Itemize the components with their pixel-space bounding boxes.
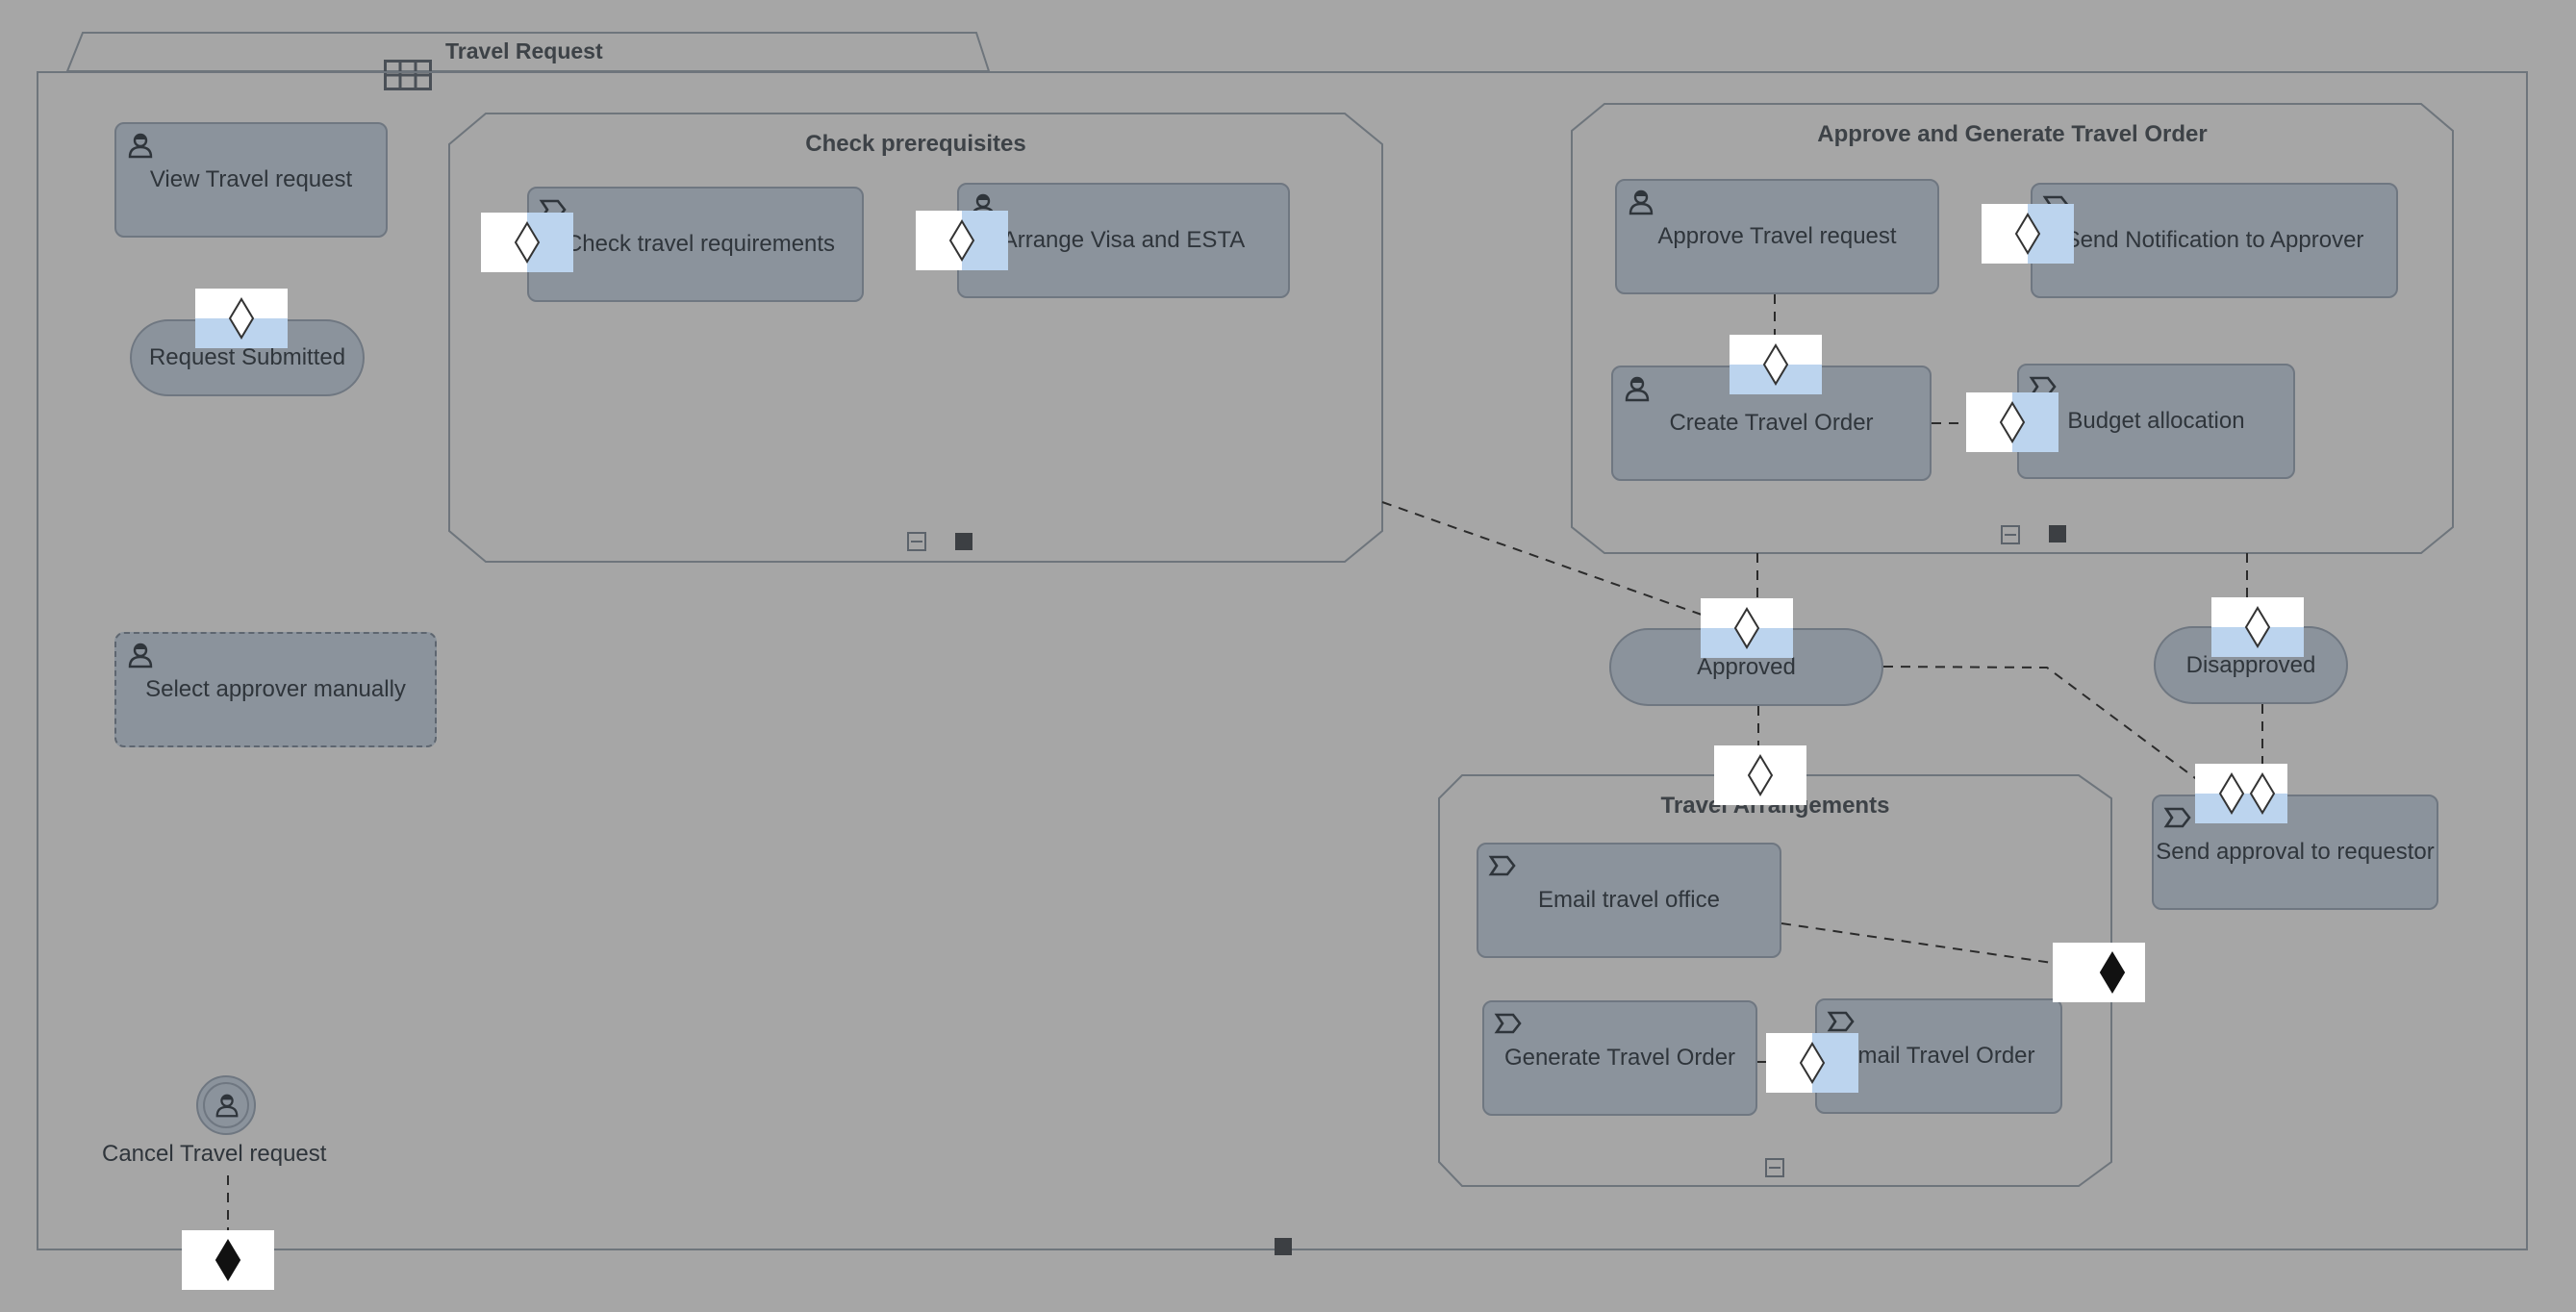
entry-criterion-create-travel-order[interactable] xyxy=(1730,335,1822,394)
task-budget-allocation[interactable]: Budget allocation xyxy=(2017,364,2295,479)
case-marker-icon xyxy=(1275,1238,1292,1255)
entry-criterion-check-requirements[interactable] xyxy=(481,213,573,272)
process-task-icon xyxy=(1494,1013,1522,1034)
task-label: Budget allocation xyxy=(2067,408,2245,434)
task-label: Approve Travel request xyxy=(1657,223,1897,249)
task-arrange-visa[interactable]: Arrange Visa and ESTA xyxy=(957,183,1290,298)
task-label: Check travel requirements xyxy=(565,231,836,257)
user-event-icon xyxy=(215,1094,239,1118)
task-generate-travel-order[interactable]: Generate Travel Order xyxy=(1482,1000,1757,1116)
event-label-cancel: Cancel Travel request xyxy=(102,1141,327,1167)
table-icon xyxy=(384,60,432,90)
task-label: Select approver manually xyxy=(145,676,406,702)
task-select-approver[interactable]: Select approver manually xyxy=(114,632,437,747)
task-label: Email travel office xyxy=(1538,887,1720,913)
entry-criterion-send-approval[interactable] xyxy=(2195,764,2287,823)
collapse-icon[interactable] xyxy=(1765,1158,1784,1177)
task-label: Arrange Visa and ESTA xyxy=(1001,227,1246,253)
case-title: Travel Request xyxy=(445,38,603,63)
entry-criterion-send-notification[interactable] xyxy=(1982,204,2074,264)
collapse-icon[interactable] xyxy=(907,532,926,551)
task-label: Email Travel Order xyxy=(1842,1043,2035,1069)
stage-title-check: Check prerequisites xyxy=(805,131,1026,157)
task-label: Send Notification to Approver xyxy=(2064,227,2364,253)
process-task-icon xyxy=(1827,1011,1855,1032)
task-label: Create Travel Order xyxy=(1669,410,1874,436)
task-email-travel-office[interactable]: Email travel office xyxy=(1477,843,1781,958)
process-task-icon xyxy=(2163,807,2191,828)
task-send-notification[interactable]: Send Notification to Approver xyxy=(2031,183,2398,298)
stage-outline-travel xyxy=(1438,774,2112,1187)
entry-criterion-travel-arrangements[interactable] xyxy=(1714,745,1806,805)
exit-criterion-case[interactable] xyxy=(182,1230,274,1290)
process-task-icon xyxy=(1488,855,1516,876)
stage-outline-approve xyxy=(1571,103,2454,554)
exit-criterion-travel-arrangements[interactable] xyxy=(2053,943,2145,1002)
task-approve-travel-request[interactable]: Approve Travel request xyxy=(1615,179,1939,294)
entry-criterion-email-travel-order[interactable] xyxy=(1766,1033,1858,1093)
human-task-icon xyxy=(128,133,153,159)
event-listener-cancel[interactable] xyxy=(196,1075,256,1135)
entry-criterion-budget-allocation[interactable] xyxy=(1966,392,2058,452)
collapse-icon[interactable] xyxy=(2001,525,2020,544)
stage-marker-icon xyxy=(955,533,972,550)
entry-criterion-approved[interactable] xyxy=(1701,598,1793,658)
entry-criterion-disapproved[interactable] xyxy=(2211,597,2304,657)
milestone-request-submitted[interactable]: Request Submitted xyxy=(130,319,365,396)
human-task-icon xyxy=(128,643,153,669)
task-label: View Travel request xyxy=(149,166,353,192)
stage-outline-check xyxy=(448,113,1383,563)
entry-criterion-request-submitted[interactable] xyxy=(195,289,288,348)
entry-criterion-arrange-visa[interactable] xyxy=(916,211,1008,270)
stage-marker-icon xyxy=(2049,525,2066,542)
human-task-icon xyxy=(1629,189,1654,215)
task-label: Generate Travel Order xyxy=(1503,1045,1736,1071)
task-view-travel-request[interactable]: View Travel request xyxy=(114,122,388,238)
human-task-icon xyxy=(1625,376,1650,402)
stage-title-approve: Approve and Generate Travel Order xyxy=(1817,121,2208,147)
task-label: Send approval to requestor xyxy=(2156,839,2435,865)
task-check-travel-requirements[interactable]: Check travel requirements xyxy=(527,187,864,302)
